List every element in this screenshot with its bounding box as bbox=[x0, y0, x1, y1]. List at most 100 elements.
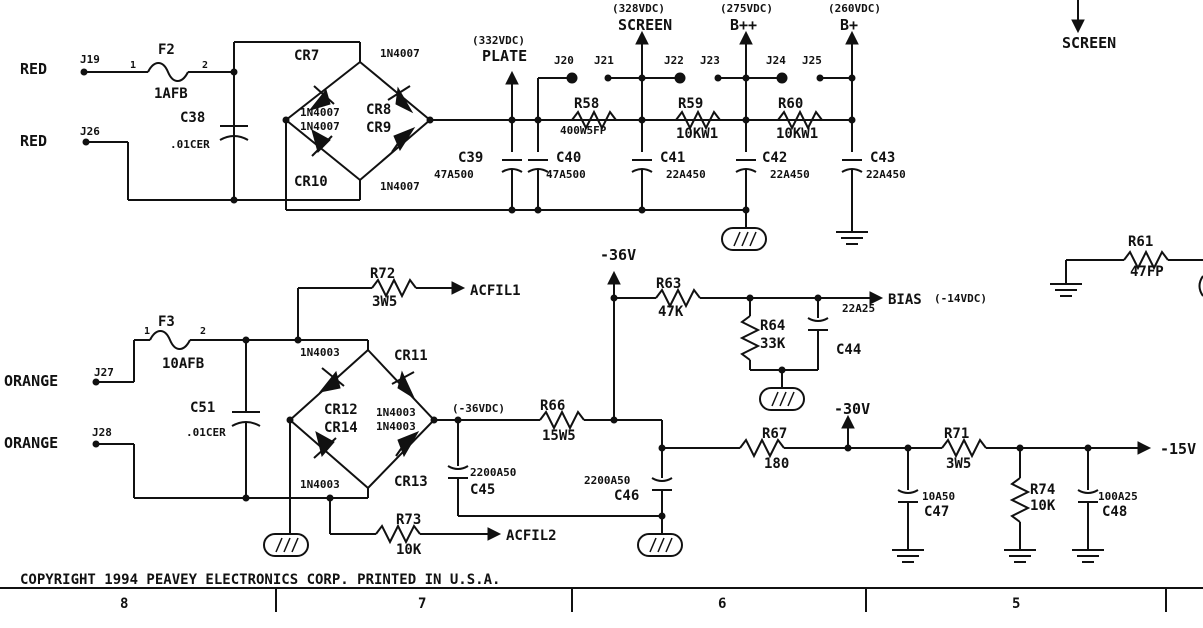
junction-dot bbox=[778, 366, 786, 374]
acfil1-label: ACFIL1 bbox=[470, 283, 521, 299]
zone-label: 6 bbox=[718, 596, 726, 612]
resistor-r73-value: 3W5 bbox=[946, 456, 971, 472]
resistor-r64 bbox=[739, 315, 761, 361]
diode-cr12-ref: CR12 bbox=[324, 402, 358, 418]
zone-label: 5 bbox=[1012, 596, 1020, 612]
pin-label: 2 bbox=[202, 60, 208, 71]
bp-voltage: (260VDC) bbox=[828, 2, 881, 15]
resistor-r59 bbox=[675, 109, 721, 131]
junction-dot bbox=[534, 116, 542, 124]
diode-cr12-bar bbox=[321, 367, 345, 387]
junction-dot bbox=[230, 196, 238, 204]
diode-cr14-bar bbox=[313, 437, 337, 459]
capacitor-c39-ref: C39 bbox=[458, 150, 483, 166]
chassis-ground-icon bbox=[263, 533, 309, 557]
diode-cr13-ref: CR13 bbox=[394, 474, 428, 490]
neg36-arrow-icon bbox=[607, 270, 621, 285]
junction-dot bbox=[746, 294, 754, 302]
resistor-r74-ref: R74 bbox=[1030, 482, 1055, 498]
copyright-notice: COPYRIGHT 1994 PEAVEY ELECTRONICS CORP. … bbox=[20, 572, 500, 588]
zone-label: 7 bbox=[418, 596, 426, 612]
junction-dot bbox=[508, 116, 516, 124]
capacitor-c43-ref: C43 bbox=[870, 150, 895, 166]
resistor-r74 bbox=[1009, 477, 1031, 523]
diode-part-label: 1N4003 bbox=[300, 478, 340, 491]
connector-j28-label: J28 bbox=[92, 426, 112, 439]
neg30-label: -30V bbox=[834, 400, 870, 418]
capacitor-c41-value: 22A450 bbox=[666, 168, 706, 181]
diode-cr9-symbol bbox=[393, 126, 416, 152]
resistor-r71 bbox=[371, 277, 417, 299]
capacitor-c44-ref: C44 bbox=[836, 342, 861, 358]
upper-bridge-rectifier bbox=[284, 61, 432, 182]
bpp-arrow-icon bbox=[739, 30, 753, 45]
wire-color-orange-1: ORANGE bbox=[4, 372, 58, 390]
resistor-r72-ref: R73 bbox=[396, 512, 421, 528]
capacitor-c47-ref: C47 bbox=[924, 504, 949, 520]
capacitor-c45-ref: C45 bbox=[470, 482, 495, 498]
ground-icon bbox=[836, 231, 868, 245]
jumper-j23-label: J23 bbox=[700, 54, 720, 67]
screen-label: SCREEN bbox=[618, 16, 672, 34]
resistor-r64-ref: R64 bbox=[760, 318, 785, 334]
junction-dot bbox=[814, 294, 822, 302]
ground-icon bbox=[1050, 283, 1082, 297]
jumper-j25-label: J25 bbox=[802, 54, 822, 67]
fuse-f2-value: 1AFB bbox=[154, 86, 188, 102]
capacitor-c51-value: .01CER bbox=[186, 426, 226, 439]
resistor-r61-value: 47FP bbox=[1130, 264, 1164, 280]
junction-dot bbox=[638, 116, 646, 124]
ground-icon bbox=[892, 549, 924, 563]
bias-label: BIAS bbox=[888, 292, 922, 308]
capacitor-c38-ref: C38 bbox=[180, 110, 205, 126]
jumper-pad bbox=[776, 72, 788, 84]
diode-cr14-ref: CR14 bbox=[324, 420, 358, 436]
resistor-r74-value: 10K bbox=[1030, 498, 1056, 514]
capacitor-c39-value: 47A500 bbox=[434, 168, 474, 181]
resistor-r58 bbox=[571, 109, 617, 131]
junction-dot bbox=[638, 74, 646, 82]
neg36-note: (-36VDC) bbox=[452, 402, 505, 415]
diode-cr7-bar bbox=[313, 85, 335, 105]
diode-part-label: 1N4003 bbox=[376, 420, 416, 433]
junction-dot bbox=[242, 494, 250, 502]
upper-input-wiring bbox=[84, 41, 361, 201]
resistor-r58-ref: R58 bbox=[574, 96, 599, 112]
capacitor-c44-value: 22A25 bbox=[842, 302, 875, 315]
bpp-label: B++ bbox=[730, 16, 757, 34]
junction-dot bbox=[610, 294, 618, 302]
screen-voltage: (328VDC) bbox=[612, 2, 665, 15]
resistor-r66-ref: R66 bbox=[540, 398, 565, 414]
resistor-r63 bbox=[655, 287, 701, 309]
resistor-r67 bbox=[739, 437, 785, 459]
resistor-r73 bbox=[941, 437, 987, 459]
screen-down-arrow-icon bbox=[1071, 19, 1085, 34]
capacitor-c47-value: 10A50 bbox=[922, 490, 955, 503]
bias-note: (-14VDC) bbox=[934, 292, 987, 305]
diode-cr8-bar bbox=[387, 85, 411, 101]
fuse-f3-ref: F3 bbox=[158, 314, 175, 330]
diode-part-label: 1N4007 bbox=[300, 106, 340, 119]
diode-cr9-ref: CR9 bbox=[366, 120, 391, 136]
diode-cr9-bar bbox=[391, 131, 407, 153]
jumper-pad bbox=[674, 72, 686, 84]
junction-dot bbox=[508, 206, 516, 214]
resistor-r72 bbox=[375, 523, 421, 545]
resistor-r73-ref: R71 bbox=[944, 426, 969, 442]
capacitor-c46-ref: C46 bbox=[614, 488, 639, 504]
diode-cr14-symbol bbox=[315, 431, 335, 458]
jumper-pad bbox=[714, 74, 722, 82]
junction-dot bbox=[742, 74, 750, 82]
plate-label: PLATE bbox=[482, 47, 527, 65]
junction-dot bbox=[534, 206, 542, 214]
capacitor-c41-ref: C41 bbox=[660, 150, 685, 166]
bias-arrow-icon bbox=[869, 291, 884, 305]
junction-dot bbox=[658, 512, 666, 520]
junction-dot bbox=[326, 494, 334, 502]
jumper-pad bbox=[566, 72, 578, 84]
resistor-r63-ref: R63 bbox=[656, 276, 681, 292]
junction-dot bbox=[658, 444, 666, 452]
acfil2-arrow-icon bbox=[487, 527, 502, 541]
diode-cr11-bar bbox=[391, 371, 415, 385]
